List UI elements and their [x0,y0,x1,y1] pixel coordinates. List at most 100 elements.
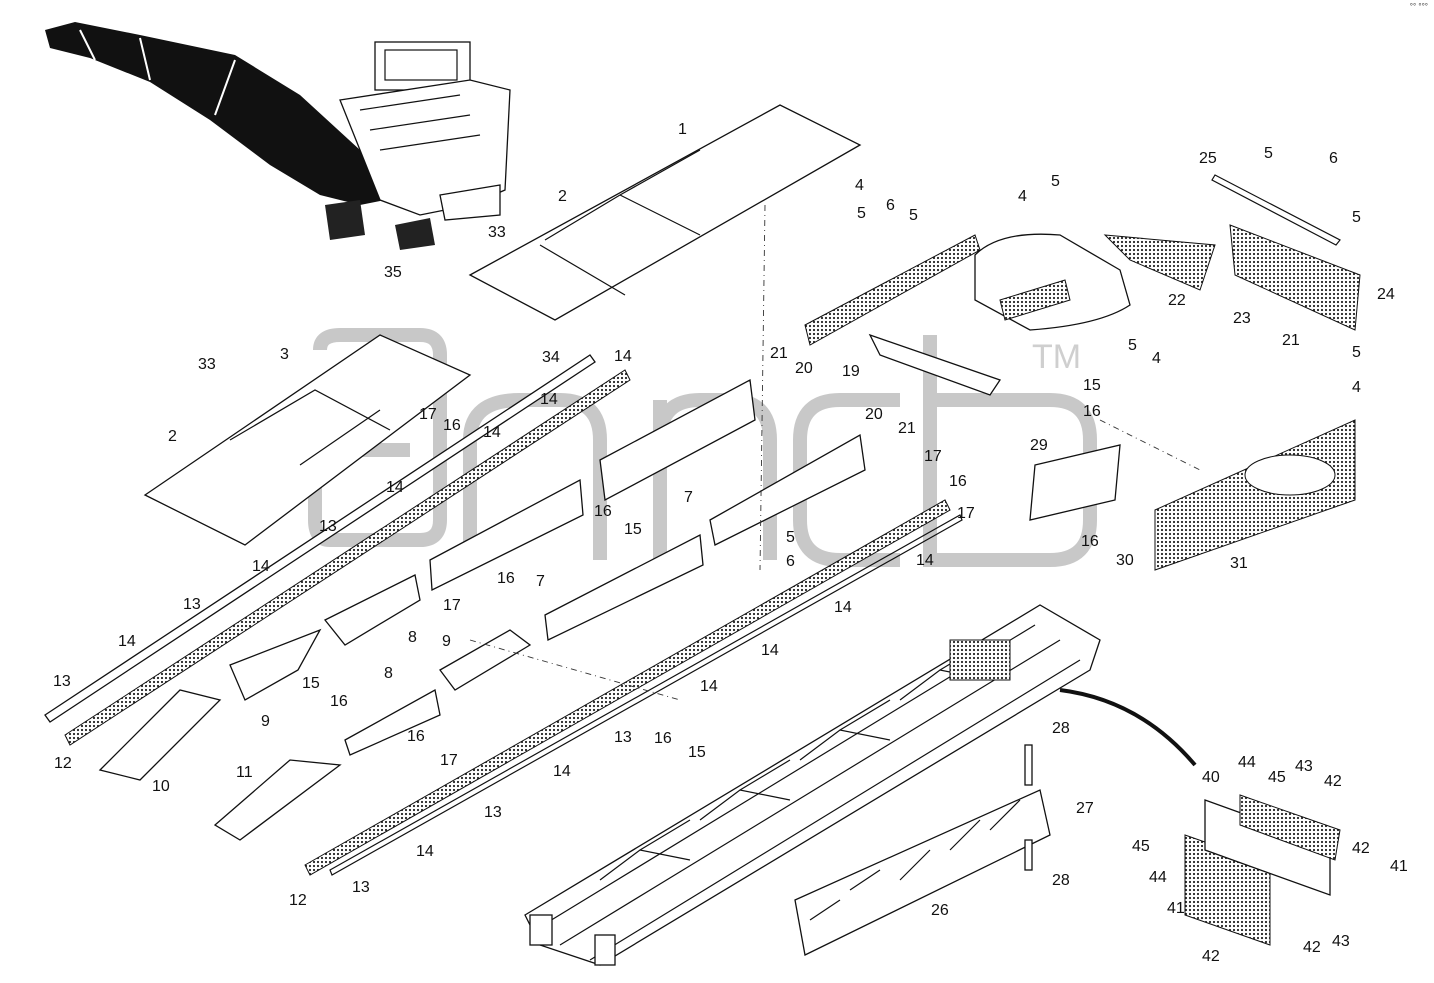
callout-12: 12 [54,755,72,772]
callout-42: 42 [1352,840,1370,857]
callout-5: 5 [1352,209,1361,226]
callout-16: 16 [1081,533,1099,550]
corner-code: °° °°° [1409,2,1428,11]
callout-13: 13 [484,804,502,821]
callout-21: 21 [1282,332,1300,349]
callout-2: 2 [558,188,567,205]
callout-28: 28 [1052,872,1070,889]
callout-45: 45 [1132,838,1150,855]
callout-33: 33 [488,224,506,241]
callout-13: 13 [53,673,71,690]
callout-14: 14 [386,479,404,496]
callout-labels: 1 2 2 3 4 4 4 4 5 5 5 5 5 5 5 6 6 6 7 7 … [53,121,1408,965]
callout-19: 19 [842,363,860,380]
callout-13: 13 [319,518,337,535]
callout-44: 44 [1149,869,1167,886]
callout-11: 11 [236,764,253,781]
callout-26: 26 [931,902,949,919]
callout-15: 15 [624,521,642,538]
callout-41: 41 [1390,858,1408,875]
callout-1: 1 [678,121,687,138]
conveyor-truss-frame [524,604,1101,966]
callout-34: 34 [542,349,560,366]
callout-17: 17 [924,448,942,465]
callout-27: 27 [1076,800,1094,817]
callout-44: 44 [1238,754,1256,771]
callout-17: 17 [440,752,458,769]
callout-33: 33 [198,356,216,373]
callout-8: 8 [384,665,393,682]
callout-5: 5 [1352,344,1361,361]
callout-9: 9 [261,713,270,730]
callout-14: 14 [540,391,558,408]
callout-6: 6 [1329,150,1338,167]
callout-35: 35 [384,264,402,281]
callout-14: 14 [761,642,779,659]
callout-15: 15 [688,744,706,761]
callout-14: 14 [416,843,434,860]
callout-16: 16 [654,730,672,747]
callout-13: 13 [614,729,632,746]
callout-16: 16 [949,473,967,490]
callout-42: 42 [1324,773,1342,790]
callout-25: 25 [1199,150,1217,167]
callout-43: 43 [1332,933,1350,950]
callout-6: 6 [886,197,895,214]
callout-6: 6 [786,553,795,570]
callout-15: 15 [1083,377,1101,394]
callout-14: 14 [700,678,718,695]
callout-22: 22 [1168,292,1186,309]
callout-20: 20 [865,406,883,423]
bottom-right-parts [794,688,1341,956]
callout-4: 4 [1018,188,1027,205]
callout-14: 14 [553,763,571,780]
callout-42: 42 [1303,939,1321,956]
callout-41: 41 [1167,900,1185,917]
callout-10: 10 [152,778,170,795]
callout-21: 21 [770,345,788,362]
callout-14: 14 [483,424,501,441]
callout-3: 3 [280,346,289,363]
callout-4: 4 [1352,379,1361,396]
callout-28: 28 [1052,720,1070,737]
callout-17: 17 [419,406,437,423]
callout-14: 14 [916,552,934,569]
callout-21: 21 [898,420,916,437]
callout-23: 23 [1233,310,1251,327]
callout-13: 13 [183,596,201,613]
callout-12: 12 [289,892,307,909]
callout-5: 5 [909,207,918,224]
side-strips [44,354,963,876]
callout-16: 16 [1083,403,1101,420]
leader-lines [469,204,1201,701]
right-assemblies [804,174,1361,571]
callout-5: 5 [1264,145,1273,162]
callout-14: 14 [118,633,136,650]
callout-14: 14 [614,348,632,365]
callout-7: 7 [536,573,545,590]
callout-16: 16 [330,693,348,710]
callout-15: 15 [302,675,320,692]
callout-16: 16 [594,503,612,520]
cover-panels [143,104,862,546]
callout-17: 17 [443,597,461,614]
callout-7: 7 [684,489,693,506]
callout-16: 16 [443,417,461,434]
callout-43: 43 [1295,758,1313,775]
callout-29: 29 [1030,437,1048,454]
callout-13: 13 [352,879,370,896]
callout-9: 9 [442,633,451,650]
callout-24: 24 [1377,286,1395,303]
callout-40: 40 [1202,769,1220,786]
callout-2: 2 [168,428,177,445]
callout-4: 4 [1152,350,1161,367]
callout-30: 30 [1116,552,1134,569]
callout-14: 14 [252,558,270,575]
callout-42: 42 [1202,948,1220,965]
callout-45: 45 [1268,769,1286,786]
callout-31: 31 [1230,555,1248,572]
callout-5: 5 [1128,337,1137,354]
callout-5: 5 [1051,173,1060,190]
callout-16: 16 [407,728,425,745]
